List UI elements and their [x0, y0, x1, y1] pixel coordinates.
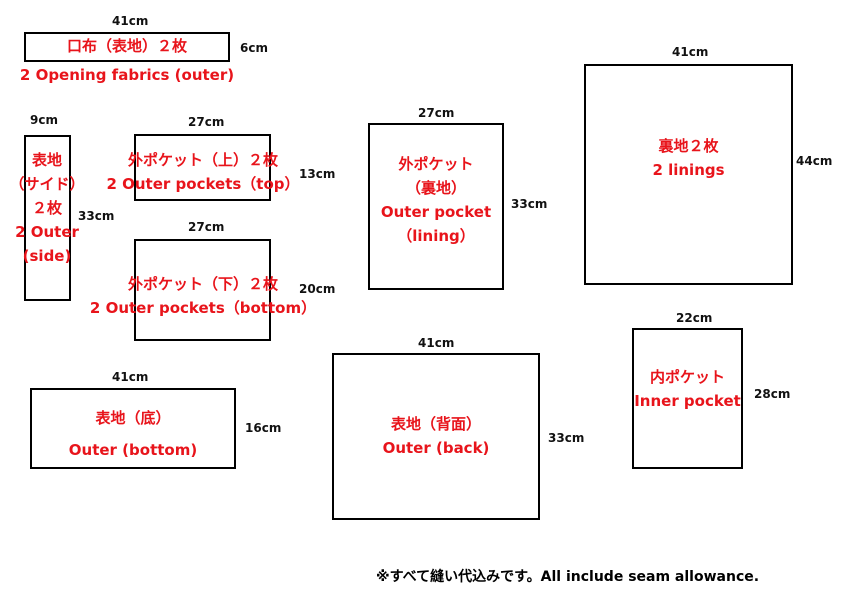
outer-side-width: 9cm: [30, 113, 58, 127]
outer-bottom-label: 表地（底） Outer (bottom): [30, 402, 236, 466]
opening-width: 41cm: [112, 14, 149, 28]
outer-side-label-line-1: 表地: [31, 151, 62, 169]
inner-pocket-height: 28cm: [754, 387, 791, 401]
outer-pocket-bottom-label-en: 2 Outer pockets（bottom）: [89, 299, 317, 317]
outer-bottom-width: 41cm: [112, 370, 149, 384]
outer-back-piece: [332, 353, 540, 520]
outer-bottom-label-en: Outer (bottom): [68, 441, 198, 459]
outer-pocket-lining-piece: [368, 123, 504, 290]
linings-label-en: 2 linings: [652, 161, 725, 179]
outer-back-height: 33cm: [548, 431, 585, 445]
outer-side-label-line-5: (side): [22, 247, 72, 265]
outer-side-piece: [24, 135, 71, 301]
outer-pocket-lining-label: 外ポケット （裏地） Outer pocket （lining）: [368, 152, 504, 248]
outer-bottom-label-jp: 表地（底）: [95, 409, 171, 427]
outer-pocket-lining-label-line-1: 外ポケット: [398, 155, 474, 173]
outer-pocket-bottom-height: 20cm: [299, 282, 336, 296]
outer-pocket-top-label: 外ポケット（上）２枚 2 Outer pockets（top）: [98, 148, 308, 196]
outer-side-label-line-3: ２枚: [31, 199, 62, 217]
linings-piece: [584, 64, 793, 285]
opening-height: 6cm: [240, 41, 268, 55]
outer-pocket-lining-label-line-2: （裏地）: [405, 179, 466, 197]
opening-label-en: 2 Opening fabrics (outer): [19, 66, 235, 84]
outer-pocket-lining-label-line-3: Outer pocket: [380, 203, 492, 221]
outer-side-label: 表地 （サイド） ２枚 2 Outer (side): [2, 148, 92, 268]
outer-pocket-lining-label-line-4: （lining）: [397, 227, 475, 245]
inner-pocket-width: 22cm: [676, 311, 713, 325]
seam-allowance-note: ※すべて縫い代込みです。All include seam allowance.: [376, 569, 760, 585]
linings-width: 41cm: [672, 45, 709, 59]
outer-pocket-top-label-jp: 外ポケット（上）２枚: [127, 151, 278, 169]
outer-pocket-top-height: 13cm: [299, 167, 336, 181]
outer-back-width: 41cm: [418, 336, 455, 350]
opening-fabric-piece: [24, 32, 230, 62]
outer-pocket-top-label-en: 2 Outer pockets（top）: [106, 175, 300, 193]
outer-back-label-jp: 表地（背面）: [390, 415, 481, 433]
inner-pocket-label-en: Inner pocket: [634, 392, 741, 410]
outer-pocket-bottom-label: 外ポケット（下）２枚 2 Outer pockets（bottom）: [88, 272, 318, 320]
opening-label-jp: 口布（表地）２枚: [66, 37, 187, 55]
outer-pocket-bottom-width: 27cm: [188, 220, 225, 234]
outer-side-label-line-4: 2 Outer: [15, 223, 79, 241]
outer-pocket-lining-height: 33cm: [511, 197, 548, 211]
linings-label: 裏地２枚 2 linings: [584, 134, 793, 182]
outer-bottom-piece: [30, 388, 236, 469]
outer-side-height: 33cm: [78, 209, 115, 223]
outer-back-label-en: Outer (back): [382, 439, 490, 457]
outer-bottom-height: 16cm: [245, 421, 282, 435]
inner-pocket-piece: [632, 328, 743, 469]
outer-pocket-lining-width: 27cm: [418, 106, 455, 120]
outer-back-label: 表地（背面） Outer (back): [332, 412, 540, 460]
outer-pocket-top-piece: [134, 134, 271, 201]
inner-pocket-label-jp: 内ポケット: [649, 368, 725, 386]
linings-label-jp: 裏地２枚: [658, 137, 719, 155]
outer-pocket-bottom-piece: [134, 239, 271, 341]
inner-pocket-label: 内ポケット Inner pocket: [622, 365, 753, 413]
linings-height: 44cm: [796, 154, 833, 168]
outer-pocket-top-width: 27cm: [188, 115, 225, 129]
outer-pocket-bottom-label-jp: 外ポケット（下）２枚: [127, 275, 278, 293]
outer-side-label-line-2: （サイド）: [9, 175, 85, 193]
